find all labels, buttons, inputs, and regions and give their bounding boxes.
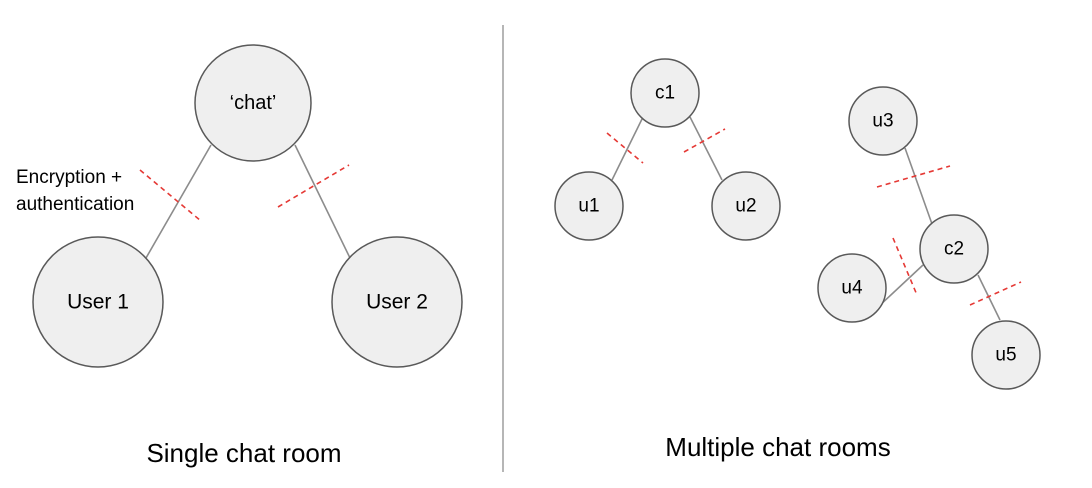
node-c1: c1 <box>630 58 700 128</box>
node-label-u1: u1 <box>578 196 599 217</box>
node-u1: u1 <box>554 171 624 241</box>
node-c2: c2 <box>919 214 989 284</box>
edge-c1-u2 <box>689 116 723 181</box>
node-label-chat: ‘chat’ <box>230 92 277 114</box>
node-u2: u2 <box>711 171 781 241</box>
node-label-u2: u2 <box>735 196 756 217</box>
single-chat-room-panel: Encryption + authentication ‘chat’ User … <box>16 44 463 468</box>
node-u5: u5 <box>971 320 1041 390</box>
encryption-cut-u5 <box>969 281 1022 306</box>
edge-c2-u4 <box>877 264 924 308</box>
encryption-cut-user1 <box>139 169 202 222</box>
node-label-c2: c2 <box>944 239 964 260</box>
node-label-u3: u3 <box>872 111 893 132</box>
node-label-c1: c1 <box>655 83 675 104</box>
node-user1: User 1 <box>32 236 164 368</box>
edge-c1-u1 <box>611 116 644 181</box>
node-u4: u4 <box>817 253 887 323</box>
encryption-cut-u4 <box>892 237 918 296</box>
node-label-user1: User 1 <box>67 291 129 314</box>
encryption-note-line1: Encryption + <box>16 167 122 188</box>
node-label-u5: u5 <box>995 345 1016 366</box>
multiple-chat-rooms-panel: c1 u1 u2 u3 c2 u4 u5 Multiple chat rooms <box>554 58 1041 462</box>
encryption-cut-u2 <box>683 128 726 153</box>
node-chat: ‘chat’ <box>194 44 312 162</box>
encryption-cut-user2 <box>277 164 350 208</box>
edge-c2-u5 <box>977 274 1001 321</box>
node-u3: u3 <box>848 86 918 156</box>
edge-chat-user2 <box>294 144 351 259</box>
edge-u3-c2 <box>904 147 933 225</box>
encryption-note-line2: authentication <box>16 194 134 215</box>
node-user2: User 2 <box>331 236 463 368</box>
node-label-u4: u4 <box>841 278 863 299</box>
encryption-cut-u3 <box>876 165 951 188</box>
caption-multiple-chat-rooms: Multiple chat rooms <box>665 432 890 462</box>
encryption-cut-u1 <box>606 132 644 164</box>
caption-single-chat-room: Single chat room <box>146 438 341 468</box>
node-label-user2: User 2 <box>366 291 428 314</box>
